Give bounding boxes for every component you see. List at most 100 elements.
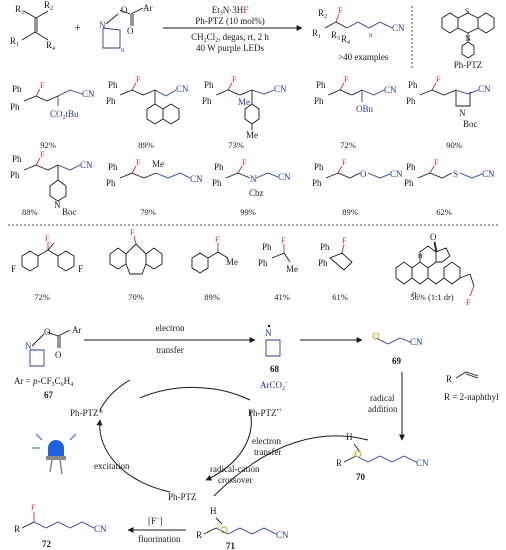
svg-text:S: S [453,169,458,179]
product-3f-steroid: O H H F 56% (1:1 dr) [395,232,475,307]
svg-text:CO2tBu: CO2tBu [50,109,79,121]
svg-text:CN: CN [392,23,405,33]
solvent-conditions: CH2Cl2, degas, rt, 2 h [191,32,269,44]
svg-text:62%: 62% [436,207,452,217]
svg-text:72%: 72% [34,292,50,302]
svg-text:N: N [465,34,471,43]
svg-text:R4: R4 [341,34,350,46]
catalyst-label: Ph-PTZ (10 mol%) [195,16,265,26]
svg-text:F: F [130,228,135,237]
compound-71: H R CN 71 [196,506,289,550]
svg-text:73%: 73% [228,140,244,150]
svg-text:79%: 79% [140,207,156,217]
svg-text:70%: 70% [128,292,144,302]
svg-text:Ph: Ph [406,162,416,172]
svg-text:Ph: Ph [404,178,414,188]
svg-text:Ph: Ph [314,96,324,106]
svg-text:41%: 41% [274,292,290,302]
product-3c: F Me 89% [191,235,238,302]
compound-70: H R CN 70 [336,432,429,482]
naphthyl-alkene: R R = 2-naphthyl [444,371,499,402]
svg-text:90%: 90% [446,140,462,150]
svg-text:F: F [342,236,347,245]
svg-text:OBn: OBn [356,104,374,114]
label-transfer: transfer [156,345,183,355]
svg-text:Me: Me [246,130,258,140]
svg-text:O: O [127,26,134,36]
compound-67: N O O Ar Ar = p-CF3C6H4 67 [14,325,82,400]
label-fluorination: fluorination [138,534,181,544]
svg-text:F: F [215,235,220,244]
svg-text:Ph: Ph [316,80,326,90]
oxime-ester-reactant: N O O Ar n [99,3,153,54]
svg-text:61%: 61% [332,292,348,302]
svg-text:CN: CN [390,169,403,179]
svg-text:n: n [121,46,125,54]
svg-text:R: R [336,458,342,468]
product-3b: F 70% [109,228,163,302]
svg-text:Ar: Ar [143,3,153,13]
svg-text:CN: CN [274,84,287,94]
svg-text:F: F [11,264,16,274]
svg-text:Ph: Ph [12,154,22,164]
arco2-label: ArCO2− [260,380,289,392]
svg-text:N: N [25,341,32,351]
svg-text:F: F [136,75,141,84]
svg-text:N: N [250,174,257,184]
svg-text:Ph: Ph [318,258,328,268]
svg-text:F: F [342,158,347,167]
svg-text:R: R [446,374,452,384]
svg-text:CN: CN [82,89,95,99]
svg-text:89%: 89% [204,292,220,302]
label-crossover: crossover [218,475,253,485]
svg-text:R2: R2 [44,0,53,12]
svg-text:Ar: Ar [72,325,82,335]
ptz-cation: Ph-PTZ•+ [248,408,283,418]
svg-text:72%: 72% [340,140,356,150]
svg-text:Ph: Ph [312,178,322,188]
svg-text:F: F [281,236,286,245]
svg-text:Me: Me [152,159,164,169]
svg-text:F: F [40,150,45,159]
svg-text:F: F [466,298,471,307]
svg-text:R = 2-naphthyl: R = 2-naphthyl [444,392,499,402]
svg-text:99%: 99% [240,207,256,217]
svg-text:R: R [14,524,20,534]
crossover-arrow [213,435,369,497]
svg-text:Ph: Ph [10,102,20,112]
svg-text:Ph: Ph [408,80,418,90]
svg-text:Ph: Ph [108,80,118,90]
label-electron-transfer-right: electron [252,436,281,446]
svg-text:Boc: Boc [463,119,478,129]
svg-text:CN: CN [278,172,291,182]
svg-text:F: F [434,158,439,167]
svg-text:O: O [430,232,437,242]
svg-text:R4: R4 [46,40,55,52]
svg-text:R1: R1 [312,28,321,40]
svg-text:O: O [360,169,367,179]
fluoride-label: [F−] [148,516,162,526]
svg-text:Me: Me [226,257,238,267]
ptz-star: Ph-PTZ* [70,408,104,418]
svg-text:Ph: Ph [212,178,222,188]
product-3a: F F F 72% [11,234,83,302]
svg-text:89%: 89% [138,140,154,150]
label-transfer-right: transfer [254,447,281,457]
svg-text:F: F [40,81,45,90]
svg-text:Ph: Ph [12,84,22,94]
svg-text:R1: R1 [10,36,19,48]
svg-text:F: F [45,234,50,243]
label-excitation: excitation [94,461,130,471]
svg-text:CN: CN [190,174,203,184]
svg-text:Ph: Ph [108,162,118,172]
